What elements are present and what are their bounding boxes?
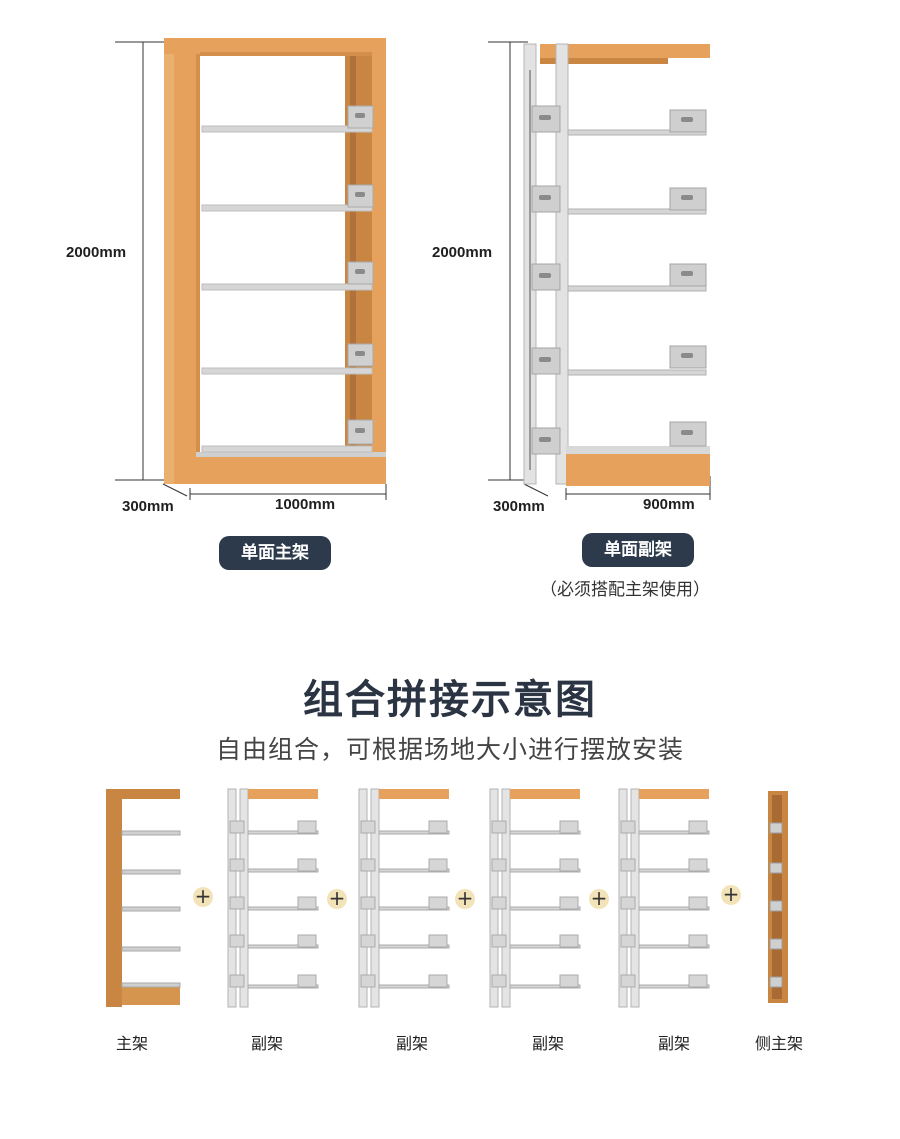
combo-side-main-frame [768,791,788,1003]
main-frame-width-label: 1000mm [275,496,336,513]
combo-title: 组合拼接示意图 [303,677,597,723]
plus-icon: + [589,886,609,910]
combo-main-frame [106,789,181,1007]
combo-illustration [106,788,788,1008]
sub-frame-dimension-lines [488,41,711,500]
plus-icon: + [455,886,475,910]
combo-caption-main: 主架 [115,1034,148,1053]
combo-sub-frame-2 [358,788,450,1008]
combo-subtitle: 自由组合，可根据场地大小进行摆放安装 [215,735,684,764]
main-frame-depth-label: 300mm [122,498,174,515]
main-frame-name-badge: 单面主架 [219,536,331,570]
combo-caption-side-main: 侧主架 [754,1034,803,1053]
combo-sub-frame-3 [489,788,581,1008]
sub-frame-height-label: 2000mm [432,244,493,261]
combo-caption-sub: 副架 [250,1034,283,1053]
combo-sub-frame-1 [227,788,319,1008]
combo-caption-sub: 副架 [531,1034,564,1053]
combo-caption-sub: 副架 [657,1034,690,1053]
main-frame-illustration [115,38,387,500]
plus-icon: + [721,882,741,906]
sub-frame-illustration [488,41,711,500]
sub-frame-name-badge: 单面副架 [582,533,694,567]
sub-frame-note: （必须搭配主架使用） [540,580,710,600]
plus-icon: + [193,884,213,908]
combo-caption-sub: 副架 [395,1034,428,1053]
main-frame-height-label: 2000mm [66,244,127,261]
sub-frame-width-label: 900mm [643,496,695,513]
combo-sub-frame-4 [618,788,710,1008]
sub-frame-depth-label: 300mm [493,498,545,515]
plus-icon: + [327,886,347,910]
main-frame-dimension-lines [115,41,387,500]
